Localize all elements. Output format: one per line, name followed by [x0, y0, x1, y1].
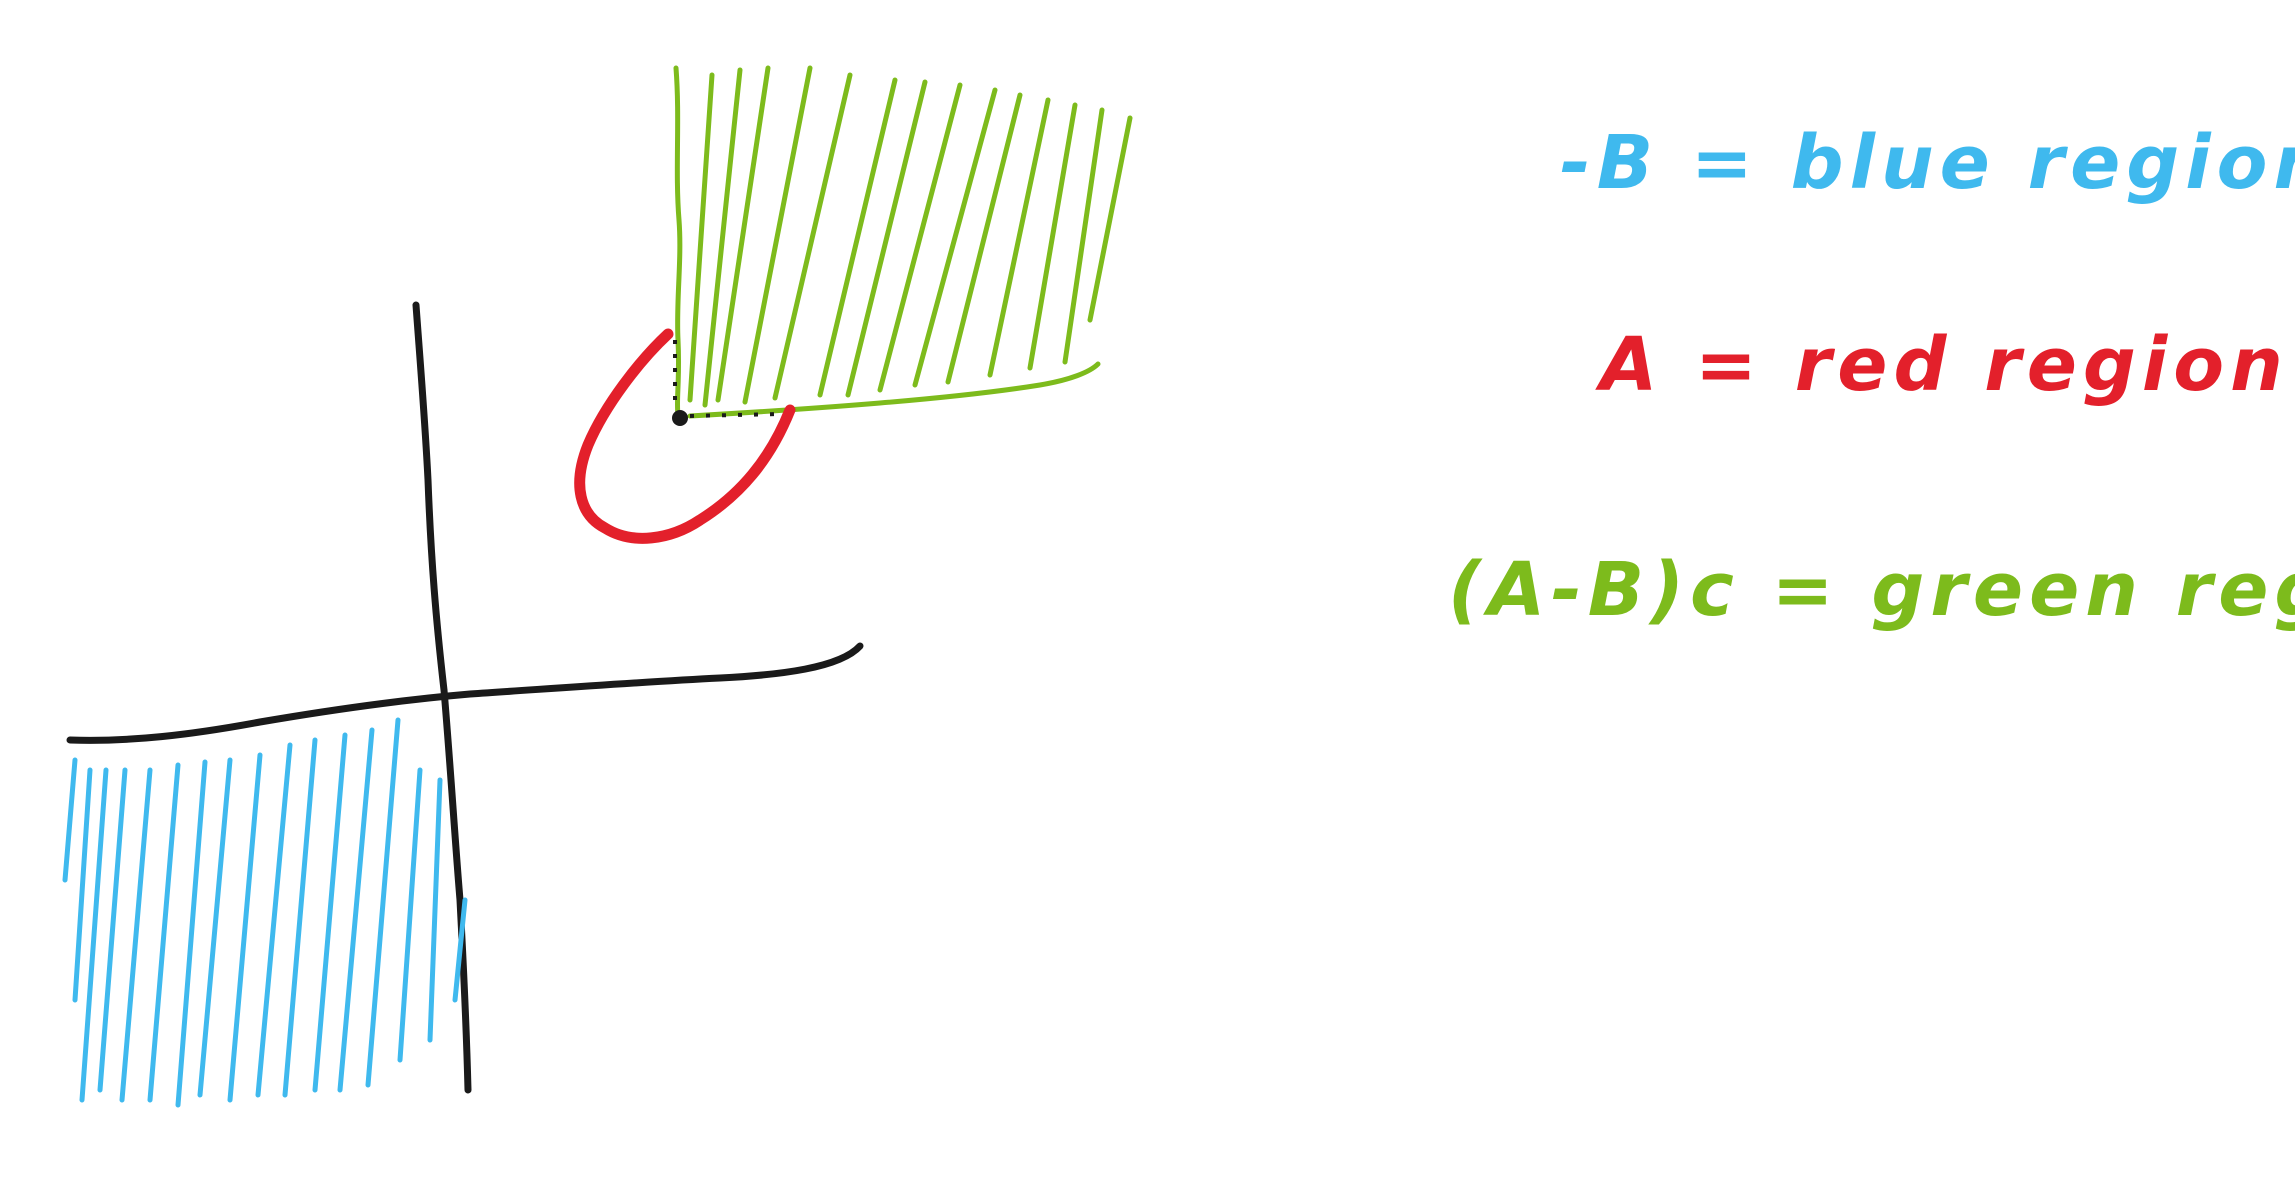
- horizontal-axis: [66, 642, 864, 744]
- blue-hatched-region: [62, 717, 468, 1108]
- green-hatched-region: [673, 65, 1133, 419]
- green-left-border: [673, 65, 683, 418]
- legend-blue: -B = blue region: [1560, 120, 2295, 206]
- vertical-axis: [412, 301, 472, 1094]
- legend: -B = blue region A = red region (A-B)c =…: [1448, 120, 2295, 633]
- corner-point: [672, 340, 781, 426]
- legend-green: (A-B)c = green region: [1448, 547, 2295, 633]
- green-bottom-border: [687, 361, 1101, 419]
- red-region-boundary: [574, 328, 796, 544]
- legend-red: A = red region: [1595, 322, 2289, 408]
- coordinate-axes: [66, 301, 864, 1094]
